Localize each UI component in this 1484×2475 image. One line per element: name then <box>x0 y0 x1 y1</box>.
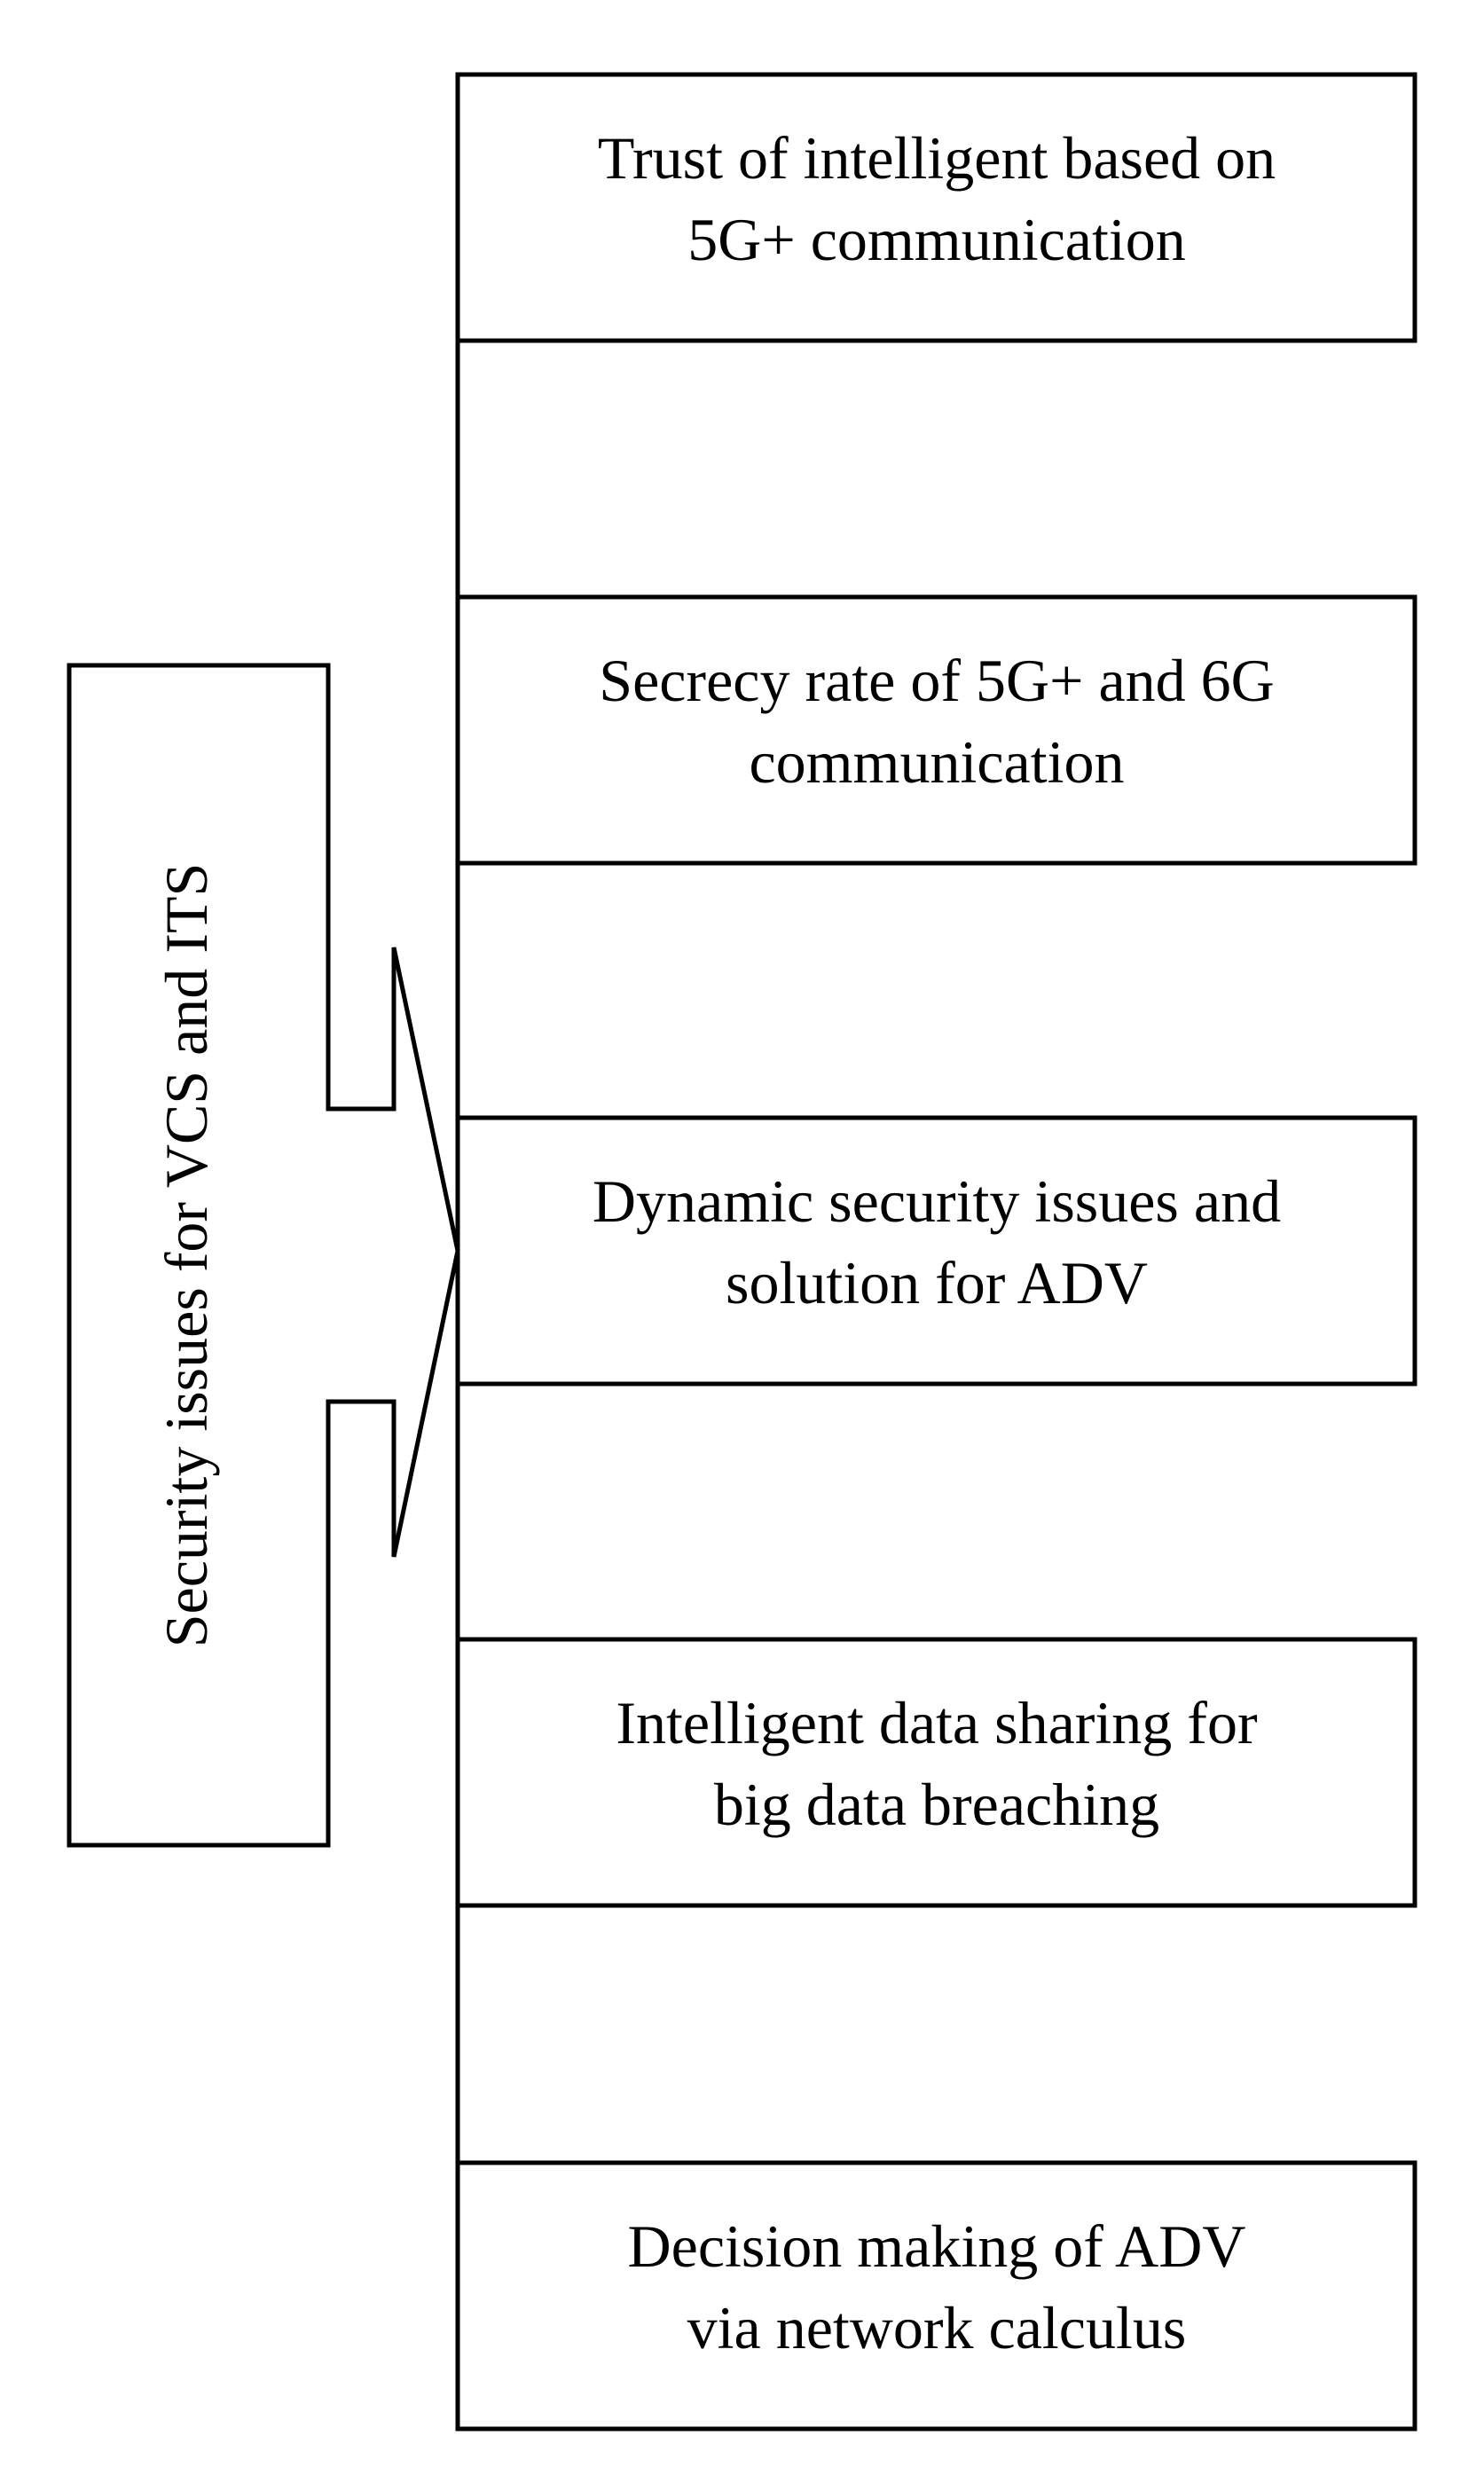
issue-box-frame <box>455 594 1417 866</box>
issue-box-frame <box>455 2160 1417 2432</box>
issue-box-data-sharing: Intelligent data sharing for big data br… <box>455 1637 1417 1908</box>
issue-label-line-1: Dynamic security issues and <box>593 1167 1281 1235</box>
issue-label-line-1: Secrecy rate of 5G+ and 6G <box>599 647 1274 714</box>
issue-label-line-1: Intelligent data sharing for <box>616 1689 1258 1756</box>
source-label: Security issues for VCS and ITS <box>153 863 220 1648</box>
issue-label-line-2: big data breaching <box>714 1771 1159 1838</box>
issue-box-decision-making: Decision making of ADV via network calcu… <box>455 2160 1417 2432</box>
issue-label-line-2: via network calculus <box>687 2294 1187 2361</box>
issue-label-line-2: solution for ADV <box>726 1249 1148 1316</box>
source-arrow-box <box>67 663 460 1848</box>
issue-box-frame <box>455 1637 1417 1908</box>
issue-box-frame <box>455 1115 1417 1387</box>
issue-box-trust: Trust of intelligent based on 5G+ commun… <box>455 72 1417 343</box>
issue-label-line-1: Trust of intelligent based on <box>598 124 1276 192</box>
issue-label-line-2: communication <box>749 728 1124 796</box>
issue-label-line-1: Decision making of ADV <box>628 2212 1246 2280</box>
issue-box-secrecy: Secrecy rate of 5G+ and 6G communication <box>455 594 1417 866</box>
issue-box-frame <box>455 72 1417 343</box>
issue-box-dynamic-security: Dynamic security issues and solution for… <box>455 1115 1417 1387</box>
issue-label-line-2: 5G+ communication <box>687 206 1185 273</box>
